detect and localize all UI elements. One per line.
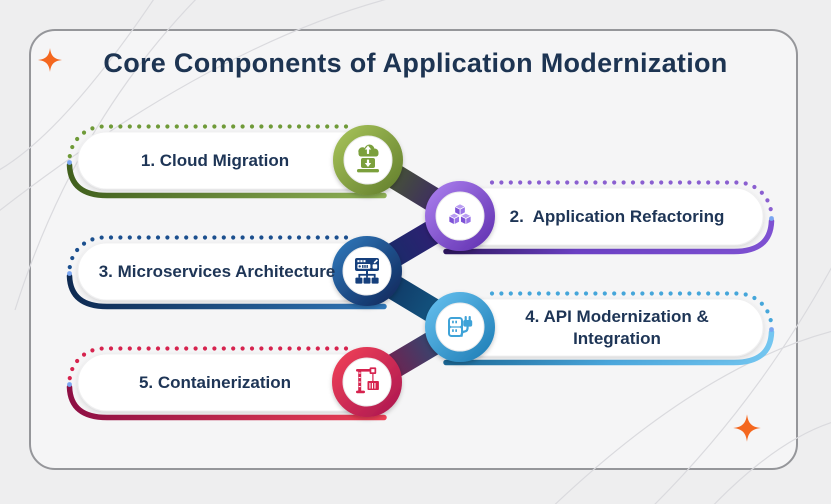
accent-dot bbox=[769, 216, 774, 221]
arc-line bbox=[0, 0, 387, 212]
item-4-ring bbox=[425, 292, 495, 362]
plug-integration-icon bbox=[448, 316, 473, 337]
item-3-dotted-border bbox=[67, 235, 349, 274]
item-3-ring bbox=[332, 236, 402, 306]
crane-container-icon bbox=[356, 367, 379, 394]
item-2-inner-circle bbox=[435, 191, 485, 241]
accent-transition-dots bbox=[67, 160, 774, 387]
item-5-dotted-border bbox=[67, 346, 349, 385]
arc-line bbox=[0, 0, 154, 171]
item-3-underline bbox=[66, 273, 387, 310]
icon-badge-inners bbox=[342, 135, 485, 407]
icon-badges bbox=[332, 125, 495, 417]
item-2-underline bbox=[443, 218, 775, 255]
item-5-ring bbox=[332, 347, 402, 417]
arc-line bbox=[14, 0, 197, 311]
cubes-icon bbox=[448, 203, 472, 225]
item-4-dotted-border bbox=[489, 291, 774, 330]
arc-line bbox=[654, 267, 831, 504]
sparkle-top-left-icon bbox=[38, 48, 62, 72]
arc-line bbox=[713, 422, 831, 504]
item-2-ring bbox=[425, 181, 495, 251]
item-4-underline bbox=[443, 329, 775, 366]
label-pills bbox=[77, 131, 764, 412]
sparkle-bottom-right-icon bbox=[733, 414, 761, 442]
item-5-inner-circle bbox=[342, 357, 392, 407]
server-network-icon bbox=[355, 258, 379, 284]
item-1-label: 1. Cloud Migration bbox=[140, 150, 290, 170]
accent-dot bbox=[67, 271, 72, 276]
accent-dot bbox=[67, 160, 72, 165]
cloud-migration-icon bbox=[357, 144, 379, 173]
page-title: Core Components of Application Moderniza… bbox=[103, 48, 728, 78]
item-1-underline bbox=[66, 162, 387, 199]
arc-line bbox=[554, 330, 831, 504]
item-5-label: 5. Containerization bbox=[138, 372, 292, 392]
accent-dot bbox=[769, 327, 774, 332]
item-1-ring bbox=[333, 125, 403, 195]
pill-underlines bbox=[66, 162, 775, 421]
item-5-underline bbox=[66, 384, 387, 421]
accent-dot bbox=[67, 382, 72, 387]
item-3-label: 3. Microservices Architecture bbox=[98, 261, 336, 281]
item-4-label: 4. API Modernization & Integration bbox=[525, 307, 714, 348]
dotted-borders bbox=[67, 124, 774, 385]
item-1-dotted-border bbox=[67, 124, 349, 163]
item-2-dotted-border bbox=[489, 180, 774, 219]
item-2-label: 2. Application Refactoring bbox=[509, 206, 725, 226]
